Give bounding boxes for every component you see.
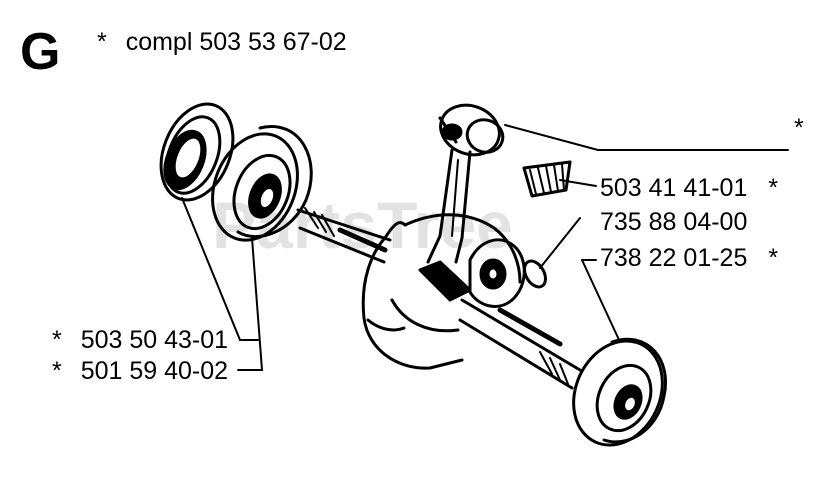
leader-738-22-01-25 bbox=[581, 259, 621, 343]
leader-lines bbox=[181, 124, 789, 371]
assembly-part-number: compl 503 53 67-02 bbox=[125, 28, 347, 56]
needle-bearing bbox=[522, 160, 572, 198]
oil-seal bbox=[159, 102, 235, 202]
part-label: 738 22 01-25 * bbox=[600, 244, 778, 272]
part-suffix: * bbox=[768, 174, 779, 202]
assembly-label: * compl 503 53 67-02 bbox=[97, 28, 347, 56]
right-ball-bearing bbox=[572, 337, 667, 447]
leader-503-50-43-01 bbox=[181, 197, 241, 341]
part-number: 738 22 01-25 bbox=[600, 244, 748, 272]
woodruff-key bbox=[523, 259, 547, 289]
section-letter: G bbox=[20, 23, 61, 81]
part-label: * 503 50 43-01 bbox=[52, 326, 228, 354]
callout-asterisk: * bbox=[794, 114, 804, 142]
left-crank-shaft bbox=[296, 207, 392, 264]
leader-501-59-40-02 bbox=[251, 237, 263, 371]
leader-503-41-41-01 bbox=[559, 179, 597, 187]
leader-503-53-67-02 bbox=[504, 124, 599, 151]
part-label: 503 41 41-01 * bbox=[600, 174, 778, 202]
part-asterisk: * bbox=[52, 357, 62, 385]
part-label: * 501 59 40-02 bbox=[52, 357, 228, 385]
part-number: 501 59 40-02 bbox=[80, 357, 229, 385]
connecting-rod bbox=[426, 103, 505, 264]
part-number: 503 50 43-01 bbox=[80, 326, 229, 354]
part-number: 503 41 41-01 bbox=[600, 174, 748, 202]
part-label: 735 88 04-00 bbox=[600, 208, 747, 236]
left-ball-bearing bbox=[211, 125, 313, 242]
assembly-asterisk: * bbox=[97, 28, 107, 56]
leader-735-88-04-00 bbox=[539, 217, 581, 269]
part-suffix: * bbox=[768, 244, 779, 272]
part-asterisk: * bbox=[52, 326, 62, 354]
crank-webs bbox=[361, 213, 526, 370]
part-number: 735 88 04-00 bbox=[600, 208, 748, 236]
right-crank-shaft bbox=[458, 298, 582, 390]
